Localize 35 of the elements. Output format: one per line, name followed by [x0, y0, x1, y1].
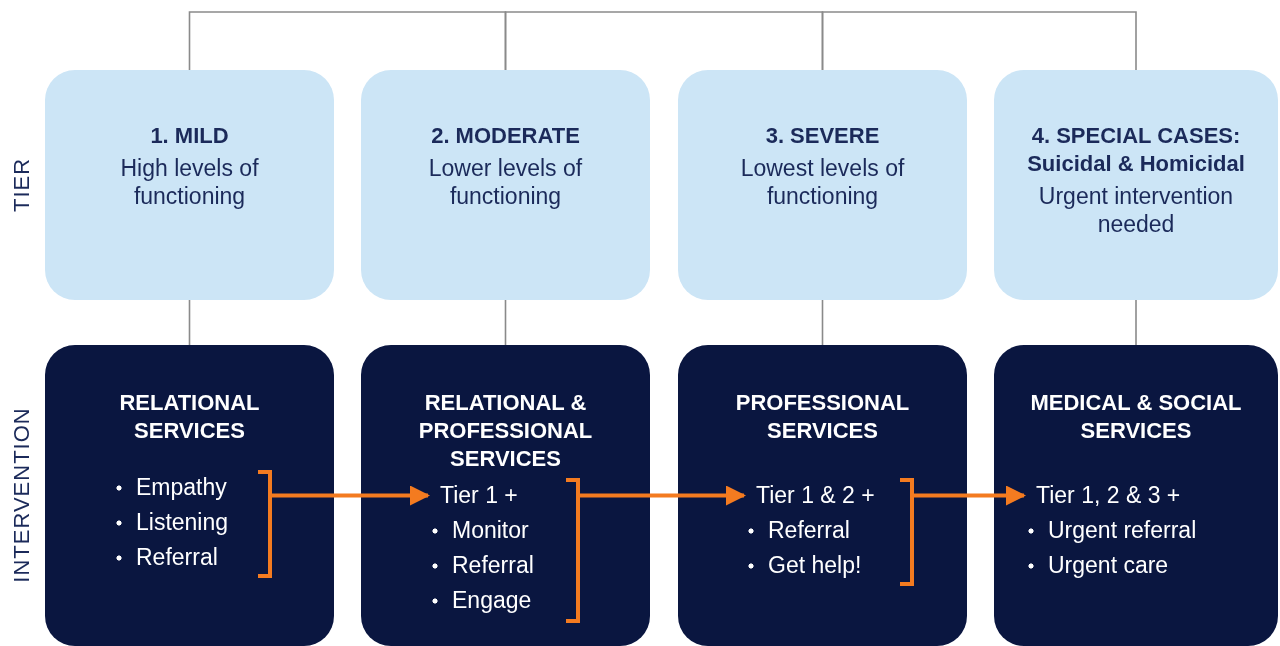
connector-line: [188, 11, 507, 71]
intervention-box: [994, 345, 1278, 646]
tier-heading: 1. MILD: [149, 122, 230, 150]
intervention-box: [361, 345, 650, 646]
arrow: [914, 485, 1026, 506]
service-heading: RELATIONAL SERVICES: [118, 389, 261, 445]
row-label: TIER: [9, 157, 35, 213]
intervention-box: [45, 345, 334, 646]
service-heading: MEDICAL & SOCIAL SERVICES: [1029, 389, 1243, 445]
service-heading: PROFESSIONAL SERVICES: [734, 389, 911, 445]
service-heading: RELATIONAL & PROFESSIONAL SERVICES: [417, 389, 594, 473]
connector-line: [1135, 299, 1137, 346]
intervention-box: [678, 345, 967, 646]
list-item: Tier 1, 2 & 3 +: [1035, 481, 1181, 510]
arrow: [272, 485, 430, 506]
tier-box: [361, 70, 650, 300]
tier-heading: 2. MODERATE: [430, 122, 581, 150]
tier-description: High levels of functioning: [119, 154, 260, 210]
tier-description: Lower levels of functioning: [427, 154, 584, 210]
connector-line: [188, 299, 191, 346]
tier-description: Lowest levels of functioning: [739, 154, 906, 210]
connector-line: [821, 11, 1137, 71]
row-label: INTERVENTION: [9, 407, 35, 583]
tier-box: [45, 70, 334, 300]
tier-description: Urgent intervention needed: [1037, 182, 1235, 238]
list-item: Tier 1 +: [439, 481, 518, 510]
tier-heading: 4. SPECIAL CASES: Suicidal & Homicidal: [1026, 122, 1246, 178]
list-item: Tier 1 & 2 +: [755, 481, 875, 510]
tier-box: [678, 70, 967, 300]
tier-box: [994, 70, 1278, 300]
connector-line: [504, 11, 824, 71]
tier-heading: 3. SEVERE: [764, 122, 881, 150]
connector-line: [504, 299, 507, 346]
arrow: [580, 485, 746, 506]
connector-line: [821, 299, 824, 346]
